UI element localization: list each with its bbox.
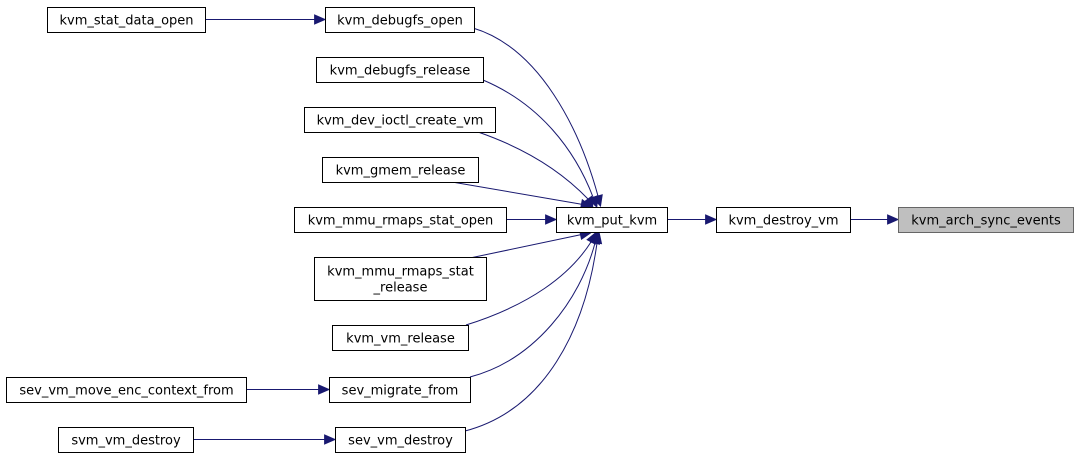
node-sev_vm_destroy[interactable]: sev_vm_destroy	[335, 427, 466, 453]
node-box[interactable]	[556, 207, 668, 233]
nodes-layer: kvm_stat_data_open kvm_debugfs_open kvm_de…	[6, 7, 1074, 453]
edge-kvm_mmu_rmaps_stat_release-to-kvm_put_kvm	[469, 229, 594, 259]
node-box[interactable]	[332, 325, 469, 351]
node-kvm_debugfs_release[interactable]: kvm_debugfs_release	[316, 57, 484, 83]
edge-line	[477, 131, 589, 200]
node-label: _release	[373, 281, 428, 296]
node-label: kvm_debugfs_open	[337, 14, 463, 29]
node-box[interactable]	[58, 427, 194, 453]
edge-kvm_destroy_vm-to-kvm_arch_sync_events	[850, 214, 900, 225]
edge-svm_vm_destroy-to-sev_vm_destroy	[193, 434, 337, 445]
node-label: sev_vm_move_enc_context_from	[19, 384, 233, 399]
node-box[interactable]	[304, 107, 496, 133]
node-kvm_mmu_rmaps_stat_open[interactable]: kvm_mmu_rmaps_stat_open	[294, 207, 507, 233]
edge-arrowhead	[324, 434, 337, 445]
node-box	[898, 207, 1074, 233]
node-kvm_mmu_rmaps_stat_release[interactable]: kvm_mmu_rmaps_stat_release	[314, 257, 487, 301]
node-box[interactable]	[329, 377, 471, 403]
node-label: sev_migrate_from	[342, 384, 459, 399]
node-kvm_arch_sync_events: kvm_arch_sync_events	[898, 207, 1074, 233]
edge-kvm_mmu_rmaps_stat_open-to-kvm_put_kvm	[506, 214, 558, 225]
edge-line	[465, 241, 592, 326]
node-sev_migrate_from[interactable]: sev_migrate_from	[329, 377, 471, 403]
edge-kvm_stat_data_open-to-kvm_debugfs_open	[205, 14, 327, 25]
edge-sev_vm_move_enc_context_from-to-sev_migrate_from	[246, 384, 331, 395]
node-kvm_destroy_vm[interactable]: kvm_destroy_vm	[716, 207, 851, 233]
node-label: kvm_mmu_rmaps_stat	[327, 265, 474, 280]
node-box[interactable]	[6, 377, 247, 403]
edge-kvm_dev_ioctl_create_vm-to-kvm_put_kvm	[477, 131, 594, 208]
node-kvm_debugfs_open[interactable]: kvm_debugfs_open	[325, 7, 475, 33]
edge-arrowhead	[591, 230, 603, 245]
node-box[interactable]	[335, 427, 466, 453]
node-box[interactable]	[316, 57, 484, 83]
edge-arrowhead	[318, 384, 331, 395]
node-label: kvm_destroy_vm	[728, 214, 838, 229]
node-label: kvm_gmem_release	[336, 164, 466, 179]
node-box[interactable]	[322, 157, 479, 183]
node-label: kvm_vm_release	[346, 332, 455, 347]
node-box[interactable]	[47, 7, 206, 33]
edge-arrowhead	[705, 214, 718, 225]
node-label: kvm_put_kvm	[567, 214, 657, 229]
edge-line	[472, 27, 599, 197]
edge-line	[451, 181, 582, 205]
node-kvm_put_kvm[interactable]: kvm_put_kvm	[556, 207, 668, 233]
node-kvm_vm_release[interactable]: kvm_vm_release	[332, 325, 469, 351]
node-label: kvm_dev_ioctl_create_vm	[317, 114, 484, 129]
edges-layer	[193, 14, 900, 445]
node-box[interactable]	[294, 207, 507, 233]
node-label: svm_vm_destroy	[71, 434, 181, 449]
edge-line	[482, 79, 594, 198]
edge-kvm_put_kvm-to-kvm_destroy_vm	[667, 214, 718, 225]
edge-kvm_gmem_release-to-kvm_put_kvm	[451, 181, 594, 210]
edge-line	[469, 234, 581, 259]
node-label: sev_vm_destroy	[348, 434, 453, 449]
node-box[interactable]	[314, 257, 487, 301]
edge-sev_vm_destroy-to-kvm_put_kvm	[464, 230, 603, 432]
node-box[interactable]	[716, 207, 851, 233]
node-box[interactable]	[325, 7, 475, 33]
edge-arrowhead	[545, 214, 558, 225]
node-label: kvm_stat_data_open	[59, 14, 193, 29]
node-label: kvm_mmu_rmaps_stat_open	[308, 214, 494, 229]
edge-arrowhead	[314, 14, 327, 25]
edge-line	[469, 242, 596, 378]
node-label: kvm_arch_sync_events	[911, 214, 1061, 229]
node-svm_vm_destroy[interactable]: svm_vm_destroy	[58, 427, 194, 453]
edge-line	[464, 242, 598, 432]
edge-arrowhead	[887, 214, 900, 225]
node-kvm_stat_data_open[interactable]: kvm_stat_data_open	[47, 7, 206, 33]
edge-kvm_debugfs_release-to-kvm_put_kvm	[482, 79, 599, 209]
node-label: kvm_debugfs_release	[330, 64, 471, 79]
node-kvm_gmem_release[interactable]: kvm_gmem_release	[322, 157, 479, 183]
node-kvm_dev_ioctl_create_vm[interactable]: kvm_dev_ioctl_create_vm	[304, 107, 496, 133]
node-sev_vm_move_enc_context_from[interactable]: sev_vm_move_enc_context_from	[6, 377, 247, 403]
